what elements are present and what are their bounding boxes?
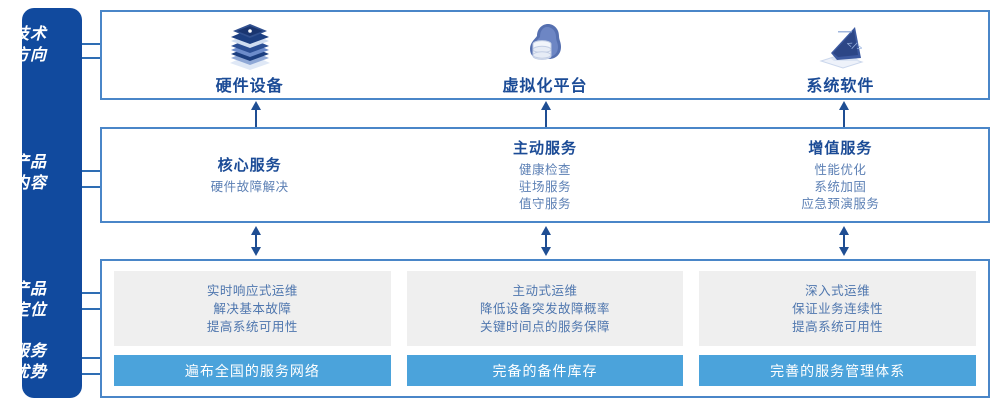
- content-column-title: 核心服务: [217, 157, 282, 174]
- position-description-box: 实时响应式运维 解决基本故障 提高系统可用性: [114, 271, 391, 346]
- position-line: 降低设备突发故障概率: [480, 301, 611, 316]
- position-column-2: 主动式运维 降低设备突发故障概率 关键时间点的服务保障 完备的备件库存: [406, 271, 684, 386]
- connector-line: [82, 170, 102, 172]
- connector-line: [82, 373, 102, 375]
- content-column-title: 主动服务: [512, 140, 577, 157]
- connector-line: [82, 186, 102, 188]
- rail-label-line2: 定位: [12, 302, 47, 319]
- rail-label-line1: 产品: [12, 281, 47, 298]
- position-line: 实时响应式运维: [206, 283, 298, 298]
- position-description-box: 深入式运维 保证业务连续性 提高系统可用性: [699, 271, 977, 346]
- arrow-up-virtualization: [541, 101, 551, 127]
- panel-product-positioning: 实时响应式运维 解决基本故障 提高系统可用性 遍布全国的服务网络 主动式运维 降…: [100, 259, 990, 398]
- left-rail: [22, 8, 82, 398]
- server-stack-icon: [229, 24, 270, 70]
- content-column-core-service[interactable]: 核心服务 硬件故障解决: [102, 129, 397, 221]
- rail-label-service-advantage: 服务 优势: [0, 341, 60, 383]
- position-line: 提高系统可用性: [206, 319, 298, 334]
- rail-label-line2: 方向: [12, 47, 47, 64]
- tech-item-system-software[interactable]: </> 系统软件: [693, 12, 988, 98]
- content-column-title: 增值服务: [808, 140, 873, 157]
- tech-item-hardware[interactable]: 硬件设备: [102, 12, 397, 98]
- connector-line: [82, 292, 102, 294]
- position-line: 关键时间点的服务保障: [480, 319, 611, 334]
- advantage-bar[interactable]: 遍布全国的服务网络: [114, 355, 391, 386]
- connector-line: [82, 57, 102, 59]
- rail-label-line1: 技术: [12, 26, 47, 43]
- tech-item-label: 虚拟化平台: [502, 78, 588, 95]
- connector-line: [82, 308, 102, 310]
- tech-item-label: 硬件设备: [215, 78, 284, 95]
- content-item: 应急预演服务: [801, 197, 880, 211]
- laptop-code-icon: </>: [819, 27, 864, 69]
- arrow-double-core-service: [251, 226, 261, 256]
- connector-line: [82, 43, 102, 45]
- rail-label-line1: 产品: [12, 154, 47, 171]
- rail-label-line2: 优势: [12, 364, 47, 381]
- content-item: 驻场服务: [518, 180, 571, 194]
- position-line: 主动式运维: [512, 283, 578, 298]
- panel-product-content: 核心服务 硬件故障解决 主动服务 健康检查 驻场服务 值守服务 增值服务 性能优…: [100, 127, 990, 223]
- position-line: 提高系统可用性: [792, 319, 884, 334]
- arrow-double-active-service: [541, 226, 551, 256]
- position-line: 保证业务连续性: [792, 301, 884, 316]
- position-line: 解决基本故障: [213, 301, 292, 316]
- rail-label-product-content: 产品 内容: [0, 152, 60, 194]
- arrow-double-value-added-service: [839, 226, 849, 256]
- connector-line: [82, 357, 102, 359]
- tech-item-virtualization[interactable]: 虚拟化平台: [397, 12, 692, 98]
- content-column-active-service[interactable]: 主动服务 健康检查 驻场服务 值守服务: [397, 129, 692, 221]
- rail-label-line1: 服务: [12, 343, 47, 360]
- rail-label-line2: 内容: [12, 175, 47, 192]
- position-column-3: 深入式运维 保证业务连续性 提高系统可用性 完善的服务管理体系: [699, 271, 977, 386]
- tech-item-label: 系统软件: [806, 78, 875, 95]
- content-item: 健康检查: [518, 163, 571, 177]
- cloud-database-icon: [529, 24, 561, 60]
- position-description-box: 主动式运维 降低设备突发故障概率 关键时间点的服务保障: [406, 271, 684, 346]
- advantage-bar[interactable]: 完善的服务管理体系: [699, 355, 977, 386]
- content-item: 硬件故障解决: [210, 180, 289, 194]
- advantage-bar[interactable]: 完备的备件库存: [406, 355, 684, 386]
- content-column-value-added-service[interactable]: 增值服务 性能优化 系统加固 应急预演服务: [693, 129, 988, 221]
- svg-text:</>: </>: [845, 39, 864, 54]
- position-column-1: 实时响应式运维 解决基本故障 提高系统可用性 遍布全国的服务网络: [114, 271, 391, 386]
- position-line: 深入式运维: [805, 283, 871, 298]
- rail-label-tech-direction: 技术 方向: [0, 24, 60, 66]
- content-item: 系统加固: [814, 180, 867, 194]
- rail-label-product-position: 产品 定位: [0, 279, 60, 321]
- content-item: 值守服务: [518, 197, 571, 211]
- panel-technology-direction: 硬件设备 虚拟化平台: [100, 10, 990, 100]
- arrow-up-system-software: [839, 101, 849, 127]
- arrow-up-hardware: [251, 101, 261, 127]
- content-item: 性能优化: [814, 163, 867, 177]
